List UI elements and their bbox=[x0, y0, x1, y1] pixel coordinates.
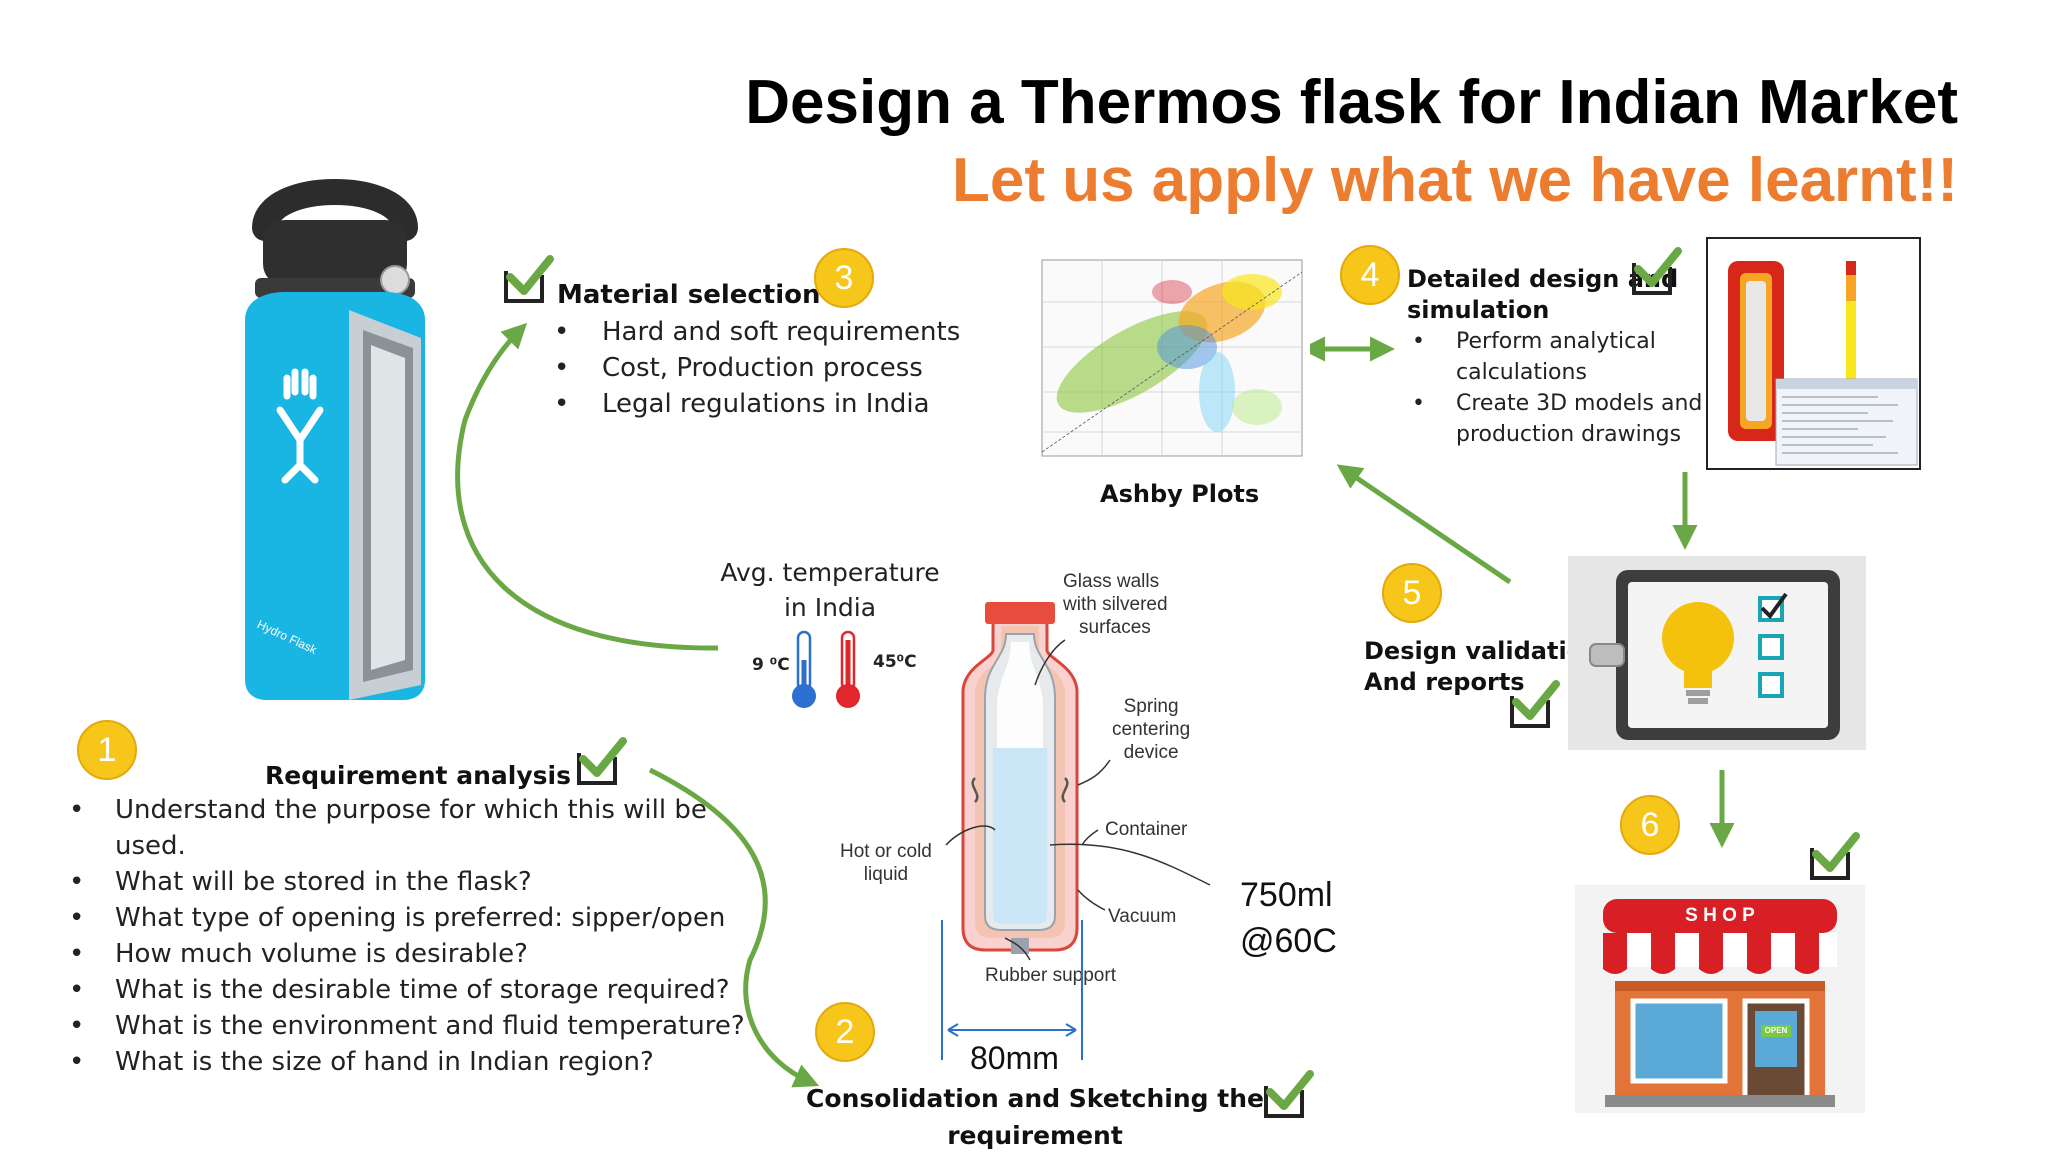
shop-sign-text: S H O P bbox=[1685, 905, 1755, 926]
step-3-bullets: Hard and soft requirements Cost, Product… bbox=[550, 314, 980, 422]
list-item: What is the desirable time of storage re… bbox=[65, 972, 745, 1008]
step-1-title: Requirement analysis bbox=[265, 761, 571, 790]
step-4-bullets: Perform analytical calculations Create 3… bbox=[1408, 326, 1708, 450]
temperature-heading: Avg. temperature in India bbox=[705, 555, 955, 625]
page-title: Design a Thermos flask for Indian Market bbox=[745, 68, 1958, 137]
list-item: Understand the purpose for which this wi… bbox=[65, 792, 745, 864]
arrow-validation-to-ashby bbox=[1336, 464, 1512, 585]
bottle-illustration: Hydro Flask bbox=[225, 160, 445, 705]
list-item: What is the size of hand in Indian regio… bbox=[65, 1044, 745, 1080]
flask-leader-lines bbox=[941, 639, 1211, 1060]
label-hot-cold-line2: liquid bbox=[863, 864, 909, 885]
width-label: 80mm bbox=[970, 1040, 1059, 1076]
step-2-check-icon bbox=[1264, 1070, 1314, 1118]
volume-label: 750ml @60C bbox=[1240, 872, 1337, 964]
flask-cross-section bbox=[961, 602, 1079, 954]
ashby-caption: Ashby Plots bbox=[1100, 480, 1260, 508]
list-item: Perform analytical calculations bbox=[1408, 326, 1708, 388]
label-spring-line1: Spring bbox=[1123, 696, 1179, 717]
list-item: What will be stored in the flask? bbox=[65, 864, 745, 900]
step-2-title: Consolidation and Sketching the requirem… bbox=[800, 1080, 1270, 1152]
label-glass-walls-line3: surfaces bbox=[1079, 617, 1151, 638]
label-glass-walls-line1: Glass walls bbox=[1063, 571, 1160, 592]
step-5-title-line1: Design validation bbox=[1364, 637, 1601, 665]
label-spring-line2: centering bbox=[1112, 719, 1191, 740]
list-item: Create 3D models and production drawings bbox=[1408, 388, 1708, 450]
step-6-check-icon bbox=[1810, 832, 1860, 880]
list-item: What is the environment and fluid temper… bbox=[65, 1008, 745, 1044]
temperature-heading-line2: in India bbox=[783, 593, 877, 622]
temp-low-label: 9 ⁰C bbox=[752, 655, 790, 675]
label-spring-line3: device bbox=[1123, 742, 1179, 763]
ashby-plot-image bbox=[1012, 252, 1310, 474]
temp-high-label: 45⁰C bbox=[873, 652, 917, 672]
label-glass-walls-line2: with silvered bbox=[1063, 594, 1168, 615]
shop-open-tag: OPEN bbox=[1764, 1026, 1788, 1035]
step-3-title: Material selection bbox=[557, 280, 821, 310]
step-4-badge: 4 bbox=[1340, 245, 1400, 305]
list-item: Legal regulations in India bbox=[550, 386, 980, 422]
step-5-title-line2: And reports bbox=[1364, 668, 1525, 696]
step-4-title-line2: simulation bbox=[1407, 296, 1550, 324]
step-2-badge: 2 bbox=[815, 1002, 875, 1062]
label-rubber: Rubber support bbox=[985, 965, 1116, 986]
page-subtitle: Let us apply what we have learnt!! bbox=[951, 146, 1958, 215]
simulation-screenshot bbox=[1706, 237, 1921, 470]
shop-illustration: S H O P OPEN bbox=[1575, 885, 1865, 1113]
label-hot-cold: Hot or cold liquid bbox=[840, 840, 932, 886]
step-1-bullets: Understand the purpose for which this wi… bbox=[65, 792, 745, 1080]
arrow-temp-to-material bbox=[455, 322, 719, 651]
step-6-badge: 6 bbox=[1620, 795, 1680, 855]
step-5-check-icon bbox=[1510, 680, 1560, 728]
step-1-badge: 1 bbox=[77, 720, 137, 780]
list-item: How much volume is desirable? bbox=[65, 936, 745, 972]
step-2-title-line1: Consolidation and Sketching the bbox=[806, 1084, 1264, 1113]
list-item: Cost, Production process bbox=[550, 350, 980, 386]
label-glass-walls: Glass walls with silvered surfaces bbox=[1063, 570, 1168, 639]
clipboard-illustration bbox=[1568, 556, 1866, 750]
step-3-check-icon bbox=[504, 255, 554, 303]
temperature-heading-line1: Avg. temperature bbox=[720, 558, 940, 587]
step-5-title: Design validation And reports bbox=[1364, 636, 1600, 698]
thermometer-cold-icon bbox=[792, 630, 816, 708]
step-4-check-icon bbox=[1632, 247, 1682, 295]
volume-label-line1: 750ml bbox=[1240, 876, 1333, 914]
label-vacuum: Vacuum bbox=[1108, 906, 1177, 927]
list-item: What type of opening is preferred: sippe… bbox=[65, 900, 745, 936]
label-hot-cold-line1: Hot or cold bbox=[840, 841, 932, 862]
step-2-title-line2: requirement bbox=[947, 1121, 1123, 1150]
label-spring: Spring centering device bbox=[1112, 695, 1190, 764]
list-item: Hard and soft requirements bbox=[550, 314, 980, 350]
step-1-check-icon bbox=[577, 737, 627, 785]
volume-label-line2: @60C bbox=[1240, 922, 1337, 960]
step-3-badge: 3 bbox=[814, 248, 874, 308]
label-container: Container bbox=[1105, 819, 1188, 840]
step-5-badge: 5 bbox=[1382, 563, 1442, 623]
thermometer-hot-icon bbox=[836, 630, 860, 708]
